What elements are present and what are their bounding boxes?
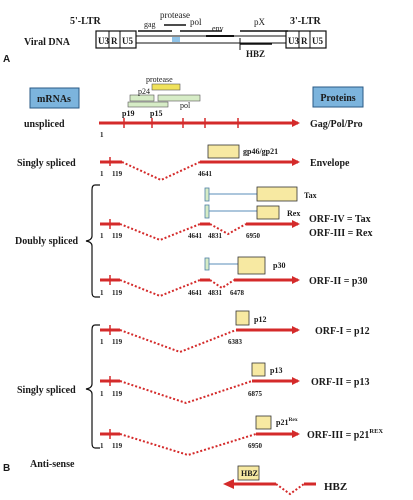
antisense-label: Anti-sense <box>30 459 75 470</box>
p12-pos119: 119 <box>112 338 123 346</box>
tax-pos4641: 4641 <box>188 232 203 240</box>
p30-pos119: 119 <box>112 289 123 297</box>
p13-pos119: 119 <box>112 390 123 398</box>
hbz-box <box>237 465 260 481</box>
genome-marker <box>172 37 180 42</box>
ltr3-r: R <box>301 36 308 46</box>
env-pos4641: 4641 <box>198 170 213 178</box>
p24-box <box>129 94 155 102</box>
orf-iii-p21rex: ORF-III = p21REX <box>307 428 383 441</box>
mrnas-header: mRNAs <box>29 87 80 109</box>
ltr3-u3: U3 <box>288 36 299 46</box>
hbz-dna-label: HBZ <box>246 49 265 59</box>
pol-box <box>157 94 201 102</box>
p21-pos6950: 6950 <box>248 442 263 450</box>
orf-i-p12: ORF-I = p12 <box>315 326 370 337</box>
proteins-header-text: Proteins <box>320 93 355 104</box>
ltr3-u5: U5 <box>312 36 323 46</box>
p19-label: p19 <box>122 109 134 118</box>
viral-dna-panel: U3 R U5 U3 R U5 5'-LTR 3'-LTR gag protea… <box>3 10 327 65</box>
protease-label: protease <box>160 10 190 20</box>
ltr-3-box: U3 R U5 <box>285 30 327 49</box>
env-box <box>207 144 240 159</box>
orf-ii-p13: ORF-II = p13 <box>311 377 369 388</box>
orf-ii-p30: ORF-II = p30 <box>309 276 367 287</box>
panel-b: mRNAs Proteins protease p24 pol p19 p15 … <box>3 75 383 496</box>
tax-label: Tax <box>304 191 317 200</box>
p13-box <box>251 362 266 377</box>
doubly-spliced-label: Doubly spliced <box>15 236 79 247</box>
tax-pos6950: 6950 <box>246 232 261 240</box>
rex-label: Rex <box>287 209 300 218</box>
rex-box <box>256 205 280 220</box>
unspliced-pos1: 1 <box>100 131 104 139</box>
ltr5-u5: U5 <box>122 36 133 46</box>
p12-box <box>235 310 250 326</box>
singly-spliced-env-row: Singly spliced gp46/gp21 1 119 4641 Enve… <box>17 144 350 182</box>
pol-small-label: pol <box>180 101 191 110</box>
env-pos1: 1 <box>100 170 104 178</box>
singly-row-p12: p12 1 119 6383 ORF-I = p12 <box>100 310 370 354</box>
tax-pos119: 119 <box>112 232 123 240</box>
px-label: pX <box>254 17 266 27</box>
panel-a-letter: A <box>3 54 10 65</box>
singly-row-p21rex: p21Rex 1 119 6950 ORF-III = p21REX <box>100 415 383 457</box>
antisense-row: B Anti-sense HBZ HBZ <box>3 459 347 496</box>
p12-label: p12 <box>254 315 266 324</box>
doubly-bracket <box>85 184 100 298</box>
p30-pos1: 1 <box>100 289 104 297</box>
p30-label: p30 <box>273 261 285 270</box>
p13-pos6875: 6875 <box>248 390 263 398</box>
singly-bracket <box>85 324 100 449</box>
ltr-5-box: U3 R U5 <box>95 30 137 49</box>
hbz-box-label: HBZ <box>241 469 258 478</box>
p30-pos4641: 4641 <box>188 289 203 297</box>
ltr5-u3: U3 <box>98 36 109 46</box>
viral-dna-label: Viral DNA <box>24 37 71 48</box>
p30-pos6478: 6478 <box>230 289 245 297</box>
orf-iv-tax: ORF-IV = Tax <box>309 214 371 225</box>
singly-row-p13: p13 1 119 6875 ORF-II = p13 <box>100 362 369 405</box>
p21-pos1: 1 <box>100 442 104 450</box>
protease-box <box>151 83 181 91</box>
gag-label: gag <box>144 20 156 29</box>
panel-b-letter: B <box>3 463 10 474</box>
p13-pos1: 1 <box>100 390 104 398</box>
unspliced-label: unspliced <box>24 119 65 130</box>
proteins-header: Proteins <box>312 86 364 108</box>
p12-pos1: 1 <box>100 338 104 346</box>
gag-precursor-box <box>127 101 169 108</box>
singly-spliced-label-1: Singly spliced <box>17 158 76 169</box>
p24-label: p24 <box>138 87 150 96</box>
hbz-protein: HBZ <box>324 481 347 493</box>
p30-box <box>237 256 266 275</box>
p12-pos6383: 6383 <box>228 338 243 346</box>
doubly-row-tax-rex: Tax Rex 1 119 4641 4831 6950 ORF-IV = Ta… <box>100 186 372 242</box>
protease-small-label: protease <box>146 75 173 84</box>
p21rex-box <box>255 415 272 430</box>
unspliced-protein: Gag/Pol/Pro <box>310 119 363 130</box>
p21rex-label: p21Rex <box>276 417 298 427</box>
tax-pos4831: 4831 <box>208 232 223 240</box>
ltr3-label: 3'-LTR <box>290 16 322 27</box>
p30-pos4831: 4831 <box>208 289 223 297</box>
tax-box <box>256 186 298 202</box>
singly-spliced-label-2: Singly spliced <box>17 385 76 396</box>
envelope-protein: Envelope <box>310 158 350 169</box>
tax-pos1: 1 <box>100 232 104 240</box>
orf-iii-rex: ORF-III = Rex <box>309 228 372 239</box>
pol-label: pol <box>190 17 202 27</box>
p13-label: p13 <box>270 366 282 375</box>
ltr5-label: 5'-LTR <box>70 16 102 27</box>
mrnas-header-text: mRNAs <box>37 94 71 105</box>
env-pos119: 119 <box>112 170 123 178</box>
ltr5-r: R <box>111 36 118 46</box>
env-box-label: gp46/gp21 <box>243 147 278 156</box>
p15-label: p15 <box>150 109 162 118</box>
p21-pos119: 119 <box>112 442 123 450</box>
doubly-row-p30: p30 1 119 4641 4831 6478 ORF-II = p30 <box>100 256 367 298</box>
unspliced-row: protease p24 pol p19 p15 unspliced 1 Gag… <box>24 75 363 139</box>
env-label: env <box>212 24 224 33</box>
